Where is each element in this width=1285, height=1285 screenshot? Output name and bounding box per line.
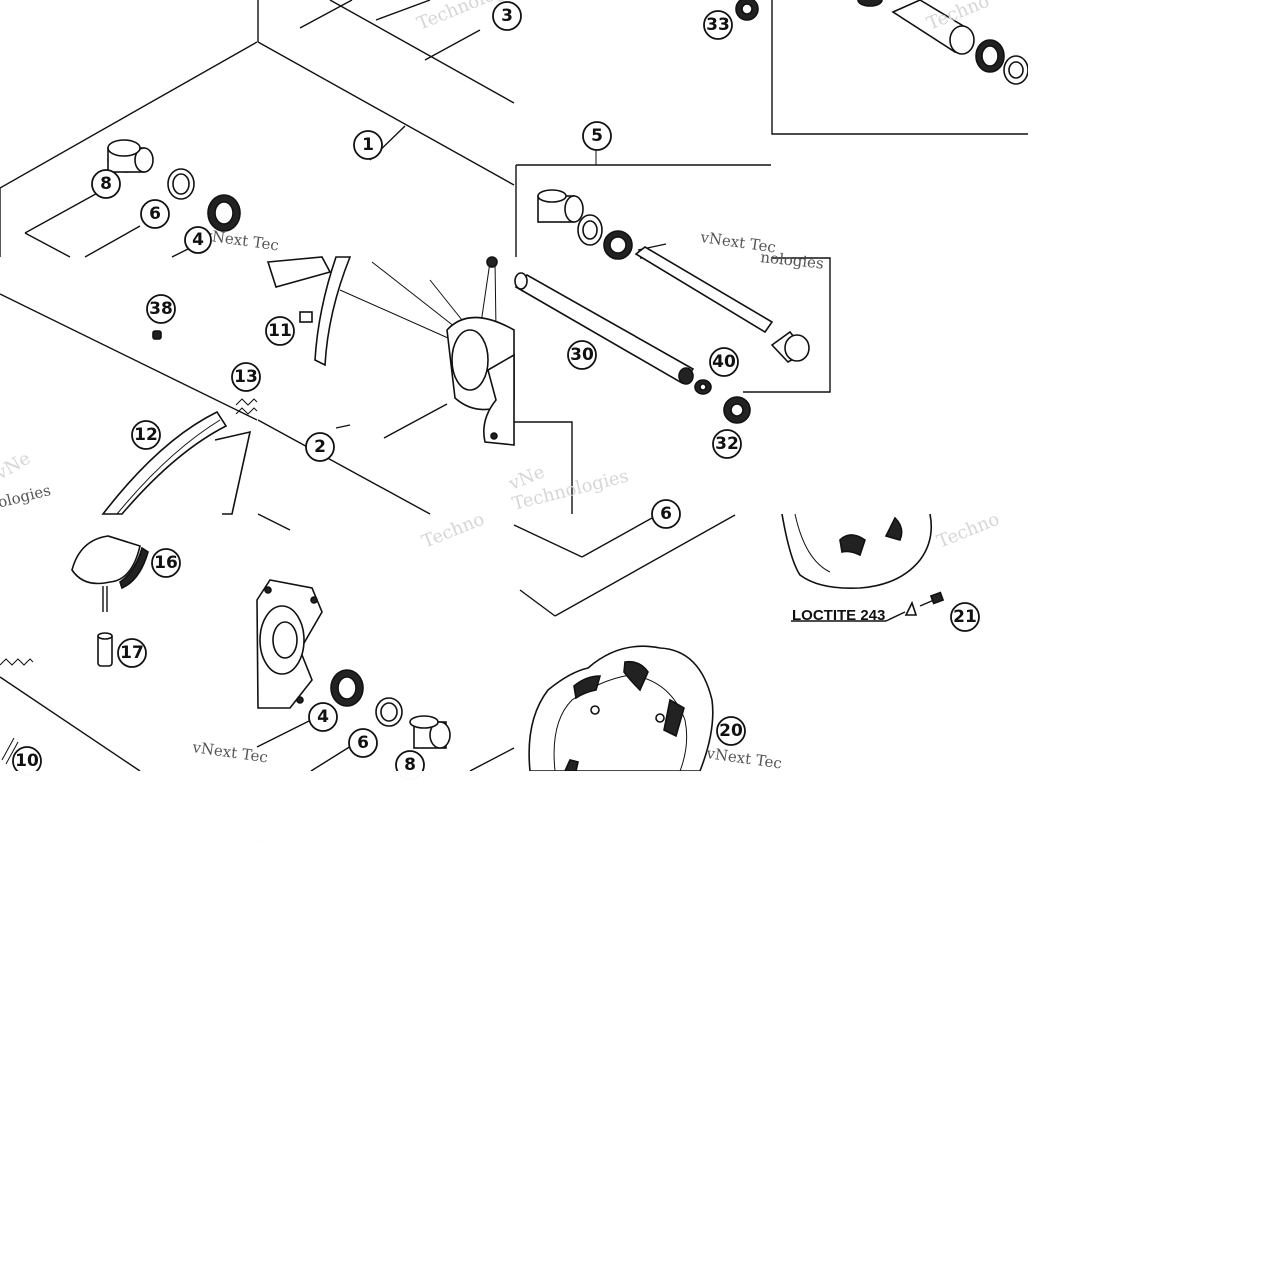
svg-text:40: 40 — [712, 352, 736, 372]
svg-text:20: 20 — [719, 721, 743, 741]
svg-text:8: 8 — [404, 755, 416, 775]
svg-text:4: 4 — [192, 230, 204, 250]
hub-flange — [256, 579, 323, 709]
callout-3-partial: 3 — [492, 1, 522, 31]
svg-text:3: 3 — [501, 6, 513, 26]
tile-top-left: vNext Tec — [0, 41, 280, 258]
callout-17: 17 — [117, 638, 147, 668]
svg-text:8: 8 — [100, 174, 112, 194]
svg-text:6: 6 — [660, 504, 672, 524]
axle-sleeve — [891, 0, 975, 55]
callout-32: 32 — [712, 429, 742, 459]
svg-text:30: 30 — [570, 345, 594, 365]
svg-text:38: 38 — [149, 299, 173, 319]
svg-text:17: 17 — [120, 643, 144, 663]
callout-16: 16 — [151, 548, 181, 578]
watermark-text: vNext Tec — [201, 226, 280, 255]
watermark-text: Techno — [419, 509, 487, 553]
svg-text:16: 16 — [154, 553, 178, 573]
tile-top-right-a: vNext Tec — [515, 0, 777, 260]
callout-12: 12 — [131, 420, 161, 450]
tile-middle-right: nologies vNe Technologies — [505, 246, 831, 515]
axle-nut-32 — [723, 396, 751, 424]
svg-text:1: 1 — [362, 135, 374, 155]
axle-30 — [514, 272, 695, 385]
svg-text:13: 13 — [234, 367, 258, 387]
svg-text:21: 21 — [953, 607, 977, 627]
tile-far-right-mid: LOCTITE 243 Techno — [781, 509, 1002, 624]
svg-text:33: 33 — [706, 15, 730, 35]
spacer-bushing-8 — [107, 139, 154, 173]
callout-20: 20 — [716, 716, 746, 746]
callout-40: 40 — [709, 347, 739, 377]
bearing — [603, 230, 633, 260]
callout-2: 2 — [305, 432, 335, 462]
callout-11: 11 — [265, 316, 295, 346]
rim-12 — [101, 410, 252, 515]
svg-text:5: 5 — [591, 126, 603, 146]
callout-30: 30 — [567, 340, 597, 370]
callout-6-partial: 6 — [651, 499, 681, 529]
valve-insert-17 — [97, 632, 113, 667]
callout-4b: 4 — [308, 702, 338, 732]
svg-text:12: 12 — [134, 425, 158, 445]
tile-middle-left: vNe nologies — [0, 293, 258, 515]
shaft-seal-6 — [375, 697, 403, 727]
svg-text:32: 32 — [715, 434, 739, 454]
bearing-ring — [1003, 55, 1029, 85]
svg-text:6: 6 — [149, 204, 161, 224]
seal-ring — [975, 39, 1005, 73]
svg-text:6: 6 — [357, 733, 369, 753]
callout-33: 33 — [703, 10, 733, 40]
svg-text:4: 4 — [317, 707, 329, 727]
callout-labels: 1 2 4 4 5 6 6 8 8 10 11 12 13 16 17 20 2… — [12, 1, 980, 780]
loctite-note: LOCTITE 243 — [792, 607, 885, 624]
shaft-seal — [577, 214, 603, 246]
shaft-seal-6 — [167, 168, 195, 200]
watermark-text: nologies — [0, 481, 53, 514]
callout-5: 5 — [582, 121, 612, 151]
tile-top-middle: Technologies — [257, 0, 532, 186]
spacer-bushing — [537, 189, 584, 223]
spacer-sleeve — [634, 246, 810, 364]
washer-40 — [694, 379, 712, 395]
watermark-text: vNext Tec — [190, 738, 269, 767]
callout-10: 10 — [12, 746, 42, 776]
callout-8a: 8 — [91, 169, 121, 199]
callout-21: 21 — [950, 602, 980, 632]
valve-cap-16 — [71, 535, 149, 612]
callout-6b: 6 — [348, 728, 378, 758]
spacer-bushing-8 — [409, 715, 451, 749]
watermark-text: vNe — [0, 448, 34, 485]
callout-13: 13 — [231, 362, 261, 392]
svg-text:10: 10 — [15, 751, 39, 771]
svg-text:11: 11 — [268, 321, 292, 341]
bearing-4 — [330, 669, 364, 707]
callout-4a: 4 — [184, 226, 212, 254]
valve-nut-11 — [299, 311, 313, 323]
watermark-text: nologies — [760, 248, 825, 273]
watermark-text: vNext Tec — [704, 744, 783, 773]
bearing-4 — [207, 194, 241, 232]
tile-bottom-left — [0, 535, 149, 772]
tile-top-far-right: Techno — [771, 0, 1029, 135]
wheel-hub — [446, 256, 515, 446]
o-ring-33 — [735, 0, 759, 21]
callout-1: 1 — [353, 130, 383, 160]
callout-6a: 6 — [140, 199, 170, 229]
tile-bottom-right: vNext Tec — [513, 514, 783, 773]
svg-text:2: 2 — [314, 437, 326, 457]
callout-38: 38 — [146, 294, 176, 324]
plug-38 — [152, 330, 162, 340]
watermark-text: Techno — [934, 509, 1002, 553]
disc-screw-21 — [904, 591, 945, 616]
tile-bottom-middle: Techno vNext Tec — [190, 509, 515, 772]
brake-disc-20 — [528, 645, 714, 772]
tile-middle-middle — [257, 256, 515, 515]
